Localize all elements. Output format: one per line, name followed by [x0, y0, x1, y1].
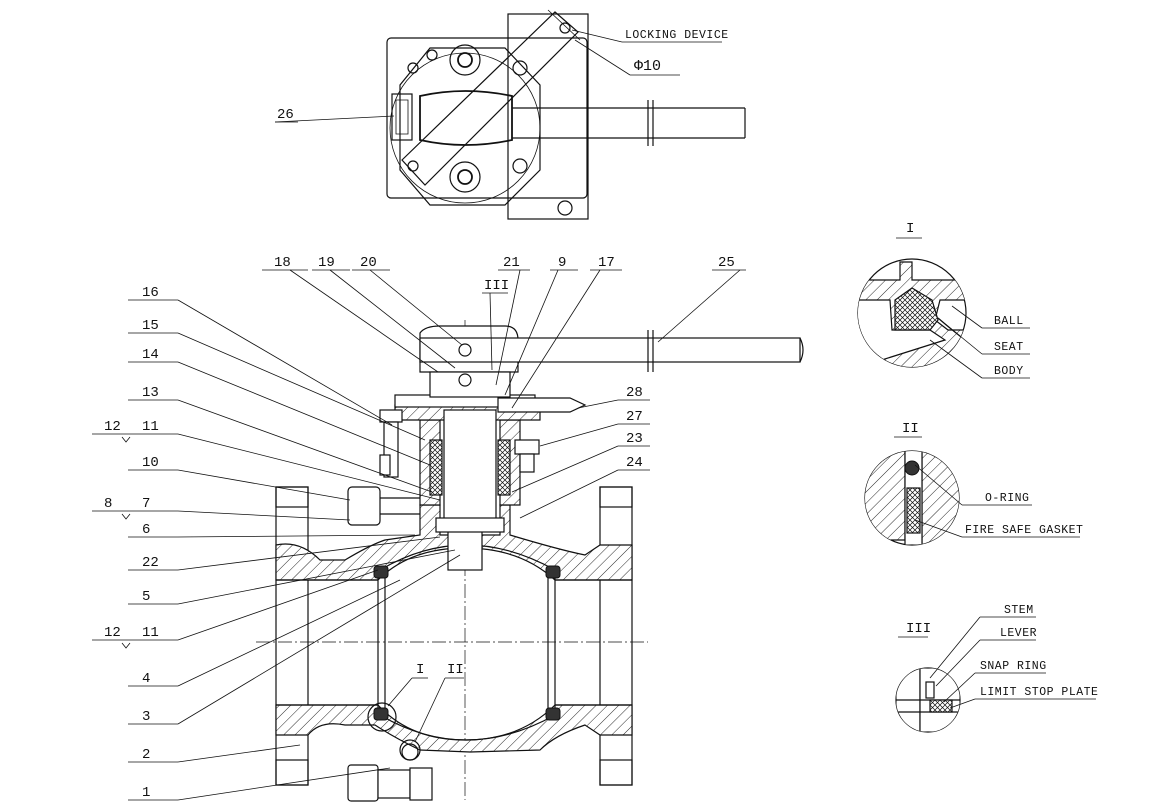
callout-7: 7: [142, 496, 150, 512]
callout-23: 23: [626, 431, 643, 447]
detail-mark-II: II: [447, 662, 464, 678]
diameter-label: Φ10: [634, 58, 661, 75]
detail-I-label-ball: BALL: [994, 315, 1024, 328]
locking-device-label: LOCKING DEVICE: [625, 29, 729, 42]
callout-4: 4: [142, 671, 150, 687]
detail-III-label-snapring: SNAP RING: [980, 660, 1047, 673]
callout-1: 1: [142, 785, 150, 801]
detail-I-label-seat: SEAT: [994, 341, 1024, 354]
detail-I-label-body: BODY: [994, 365, 1024, 378]
detail-III-title: III: [906, 621, 931, 637]
callout-17: 17: [598, 255, 615, 271]
main-section-view: [256, 320, 804, 802]
top-view: [386, 9, 746, 220]
callout-26: 26: [277, 107, 294, 123]
detail-I: I BALL SEAT BODY: [857, 221, 1030, 379]
callout-13: 13: [142, 385, 159, 401]
callout-19: 19: [318, 255, 335, 271]
detail-II: II O-RING FIRE SAFE GASKET: [864, 421, 1083, 546]
callout-6: 6: [142, 522, 150, 538]
callout-25: 25: [718, 255, 735, 271]
callout-8: 8: [104, 496, 112, 512]
callout-9: 9: [558, 255, 566, 271]
callout-15: 15: [142, 318, 159, 334]
detail-mark-I: I: [416, 662, 424, 678]
detail-I-title: I: [906, 221, 914, 237]
callout-24: 24: [626, 455, 643, 471]
callout-2: 2: [142, 747, 150, 763]
callout-18: 18: [274, 255, 291, 271]
callout-21: 21: [503, 255, 520, 271]
detail-III: III STEM LEVER SNAP RING LIMIT STOP PLAT…: [895, 604, 1098, 733]
callout-16: 16: [142, 285, 159, 301]
detail-mark-III: III: [484, 278, 509, 294]
callout-28: 28: [626, 385, 643, 401]
callout-27: 27: [626, 409, 643, 425]
detail-III-label-limitstop: LIMIT STOP PLATE: [980, 686, 1098, 699]
callout-11a: 11: [142, 419, 159, 435]
right-callouts: 28 27 23 24: [511, 385, 650, 519]
callout-3: 3: [142, 709, 150, 725]
detail-III-label-lever: LEVER: [1000, 627, 1037, 640]
callout-14: 14: [142, 347, 159, 363]
callout-20: 20: [360, 255, 377, 271]
callout-5: 5: [142, 589, 150, 605]
detail-II-label-oring: O-RING: [985, 492, 1029, 505]
callout-12b: 12: [104, 625, 121, 641]
top-callouts: 18 19 20 21 9 17 25: [262, 255, 746, 409]
left-callouts: 16 15 14 13 12 11 10 8 7 6 22 5 12 11 4 …: [92, 285, 461, 801]
detail-II-label-gasket: FIRE SAFE GASKET: [965, 524, 1083, 537]
callout-11b: 11: [142, 625, 159, 641]
callout-10: 10: [142, 455, 159, 471]
detail-III-label-stem: STEM: [1004, 604, 1034, 617]
callout-22: 22: [142, 555, 159, 571]
detail-II-title: II: [902, 421, 919, 437]
callout-12a: 12: [104, 419, 121, 435]
